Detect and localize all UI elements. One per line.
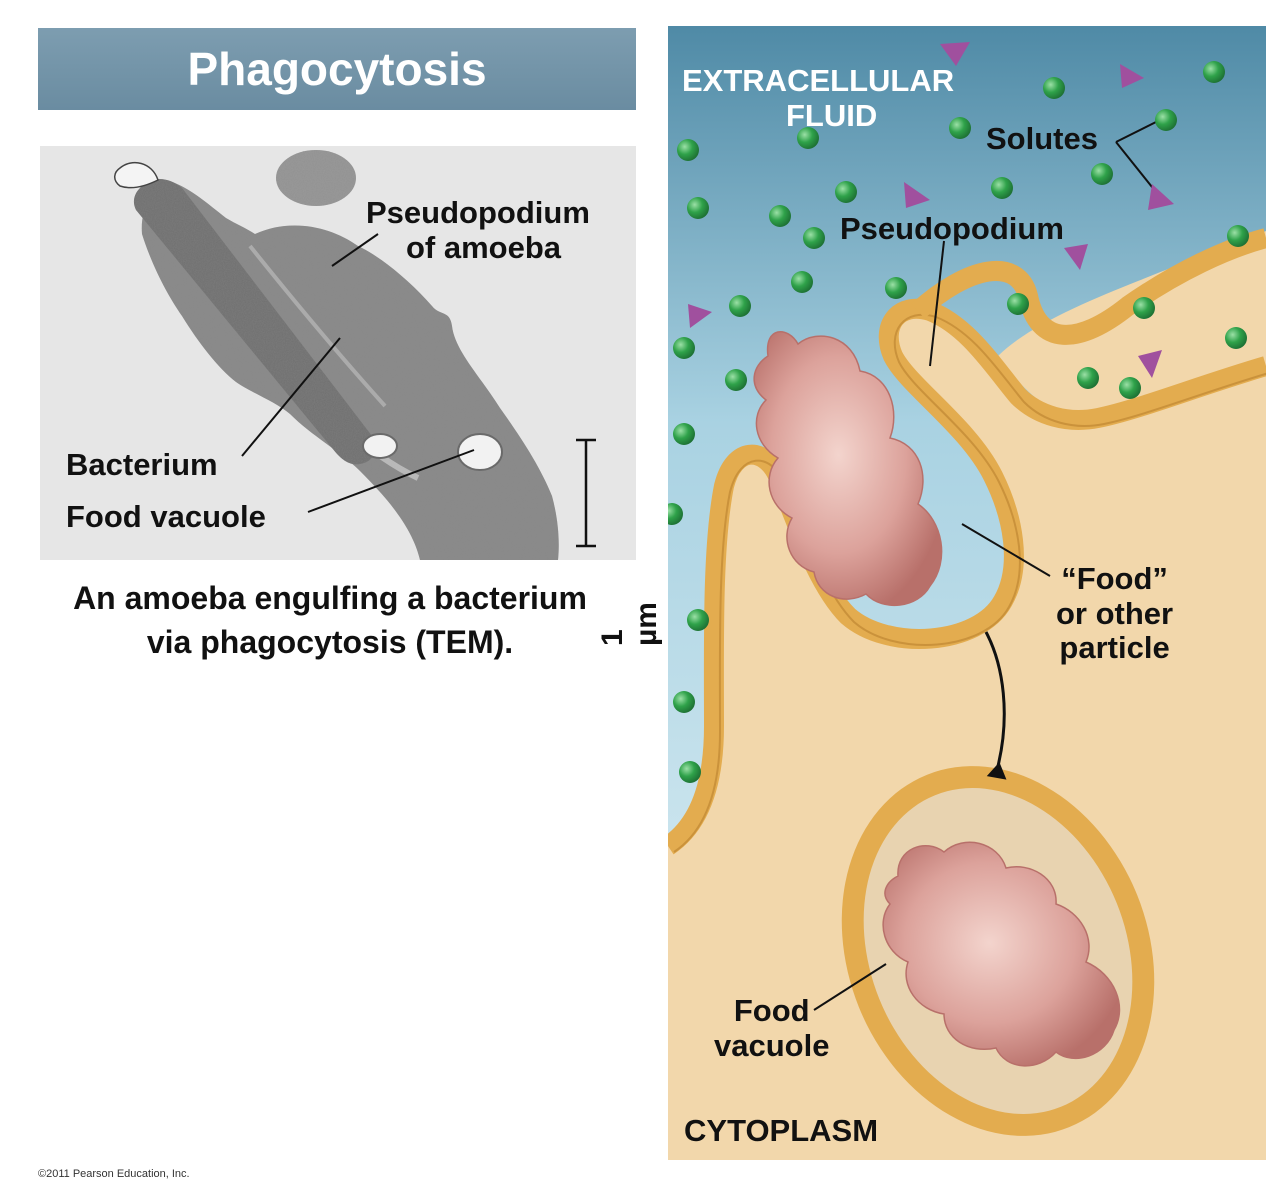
figure-caption: An amoeba engulfing a bacterium via phag… xyxy=(20,576,640,664)
label-bacterium: Bacterium xyxy=(66,448,218,483)
label-solutes: Solutes xyxy=(986,122,1098,157)
label-pseudopodium-tem: Pseudopodium of amoeba xyxy=(366,196,590,265)
header-banner: Phagocytosis xyxy=(38,28,636,110)
label-extracellular-fluid: EXTRACELLULAR FLUID xyxy=(682,64,954,133)
caption-line-2: via phagocytosis (TEM). xyxy=(20,620,640,664)
label-food-vacuole-tem: Food vacuole xyxy=(66,500,266,535)
diagram-illustration xyxy=(668,26,1266,1160)
tem-micrograph: Pseudopodium of amoeba Bacterium Food va… xyxy=(40,146,636,560)
copyright-notice: ©2011 Pearson Education, Inc. xyxy=(38,1168,190,1180)
page-title: Phagocytosis xyxy=(187,42,486,96)
small-cell xyxy=(276,150,356,206)
label-pseudopodium-diagram: Pseudopodium xyxy=(840,212,1064,247)
caption-line-1: An amoeba engulfing a bacterium xyxy=(20,576,640,620)
label-cytoplasm: CYTOPLASM xyxy=(684,1114,878,1149)
label-food-vacuole-diagram: Food vacuole xyxy=(714,994,829,1063)
phagocytosis-diagram: EXTRACELLULAR FLUID Solutes Pseudopodium… xyxy=(668,26,1266,1160)
label-food-particle: “Food” or other particle xyxy=(1056,562,1173,666)
